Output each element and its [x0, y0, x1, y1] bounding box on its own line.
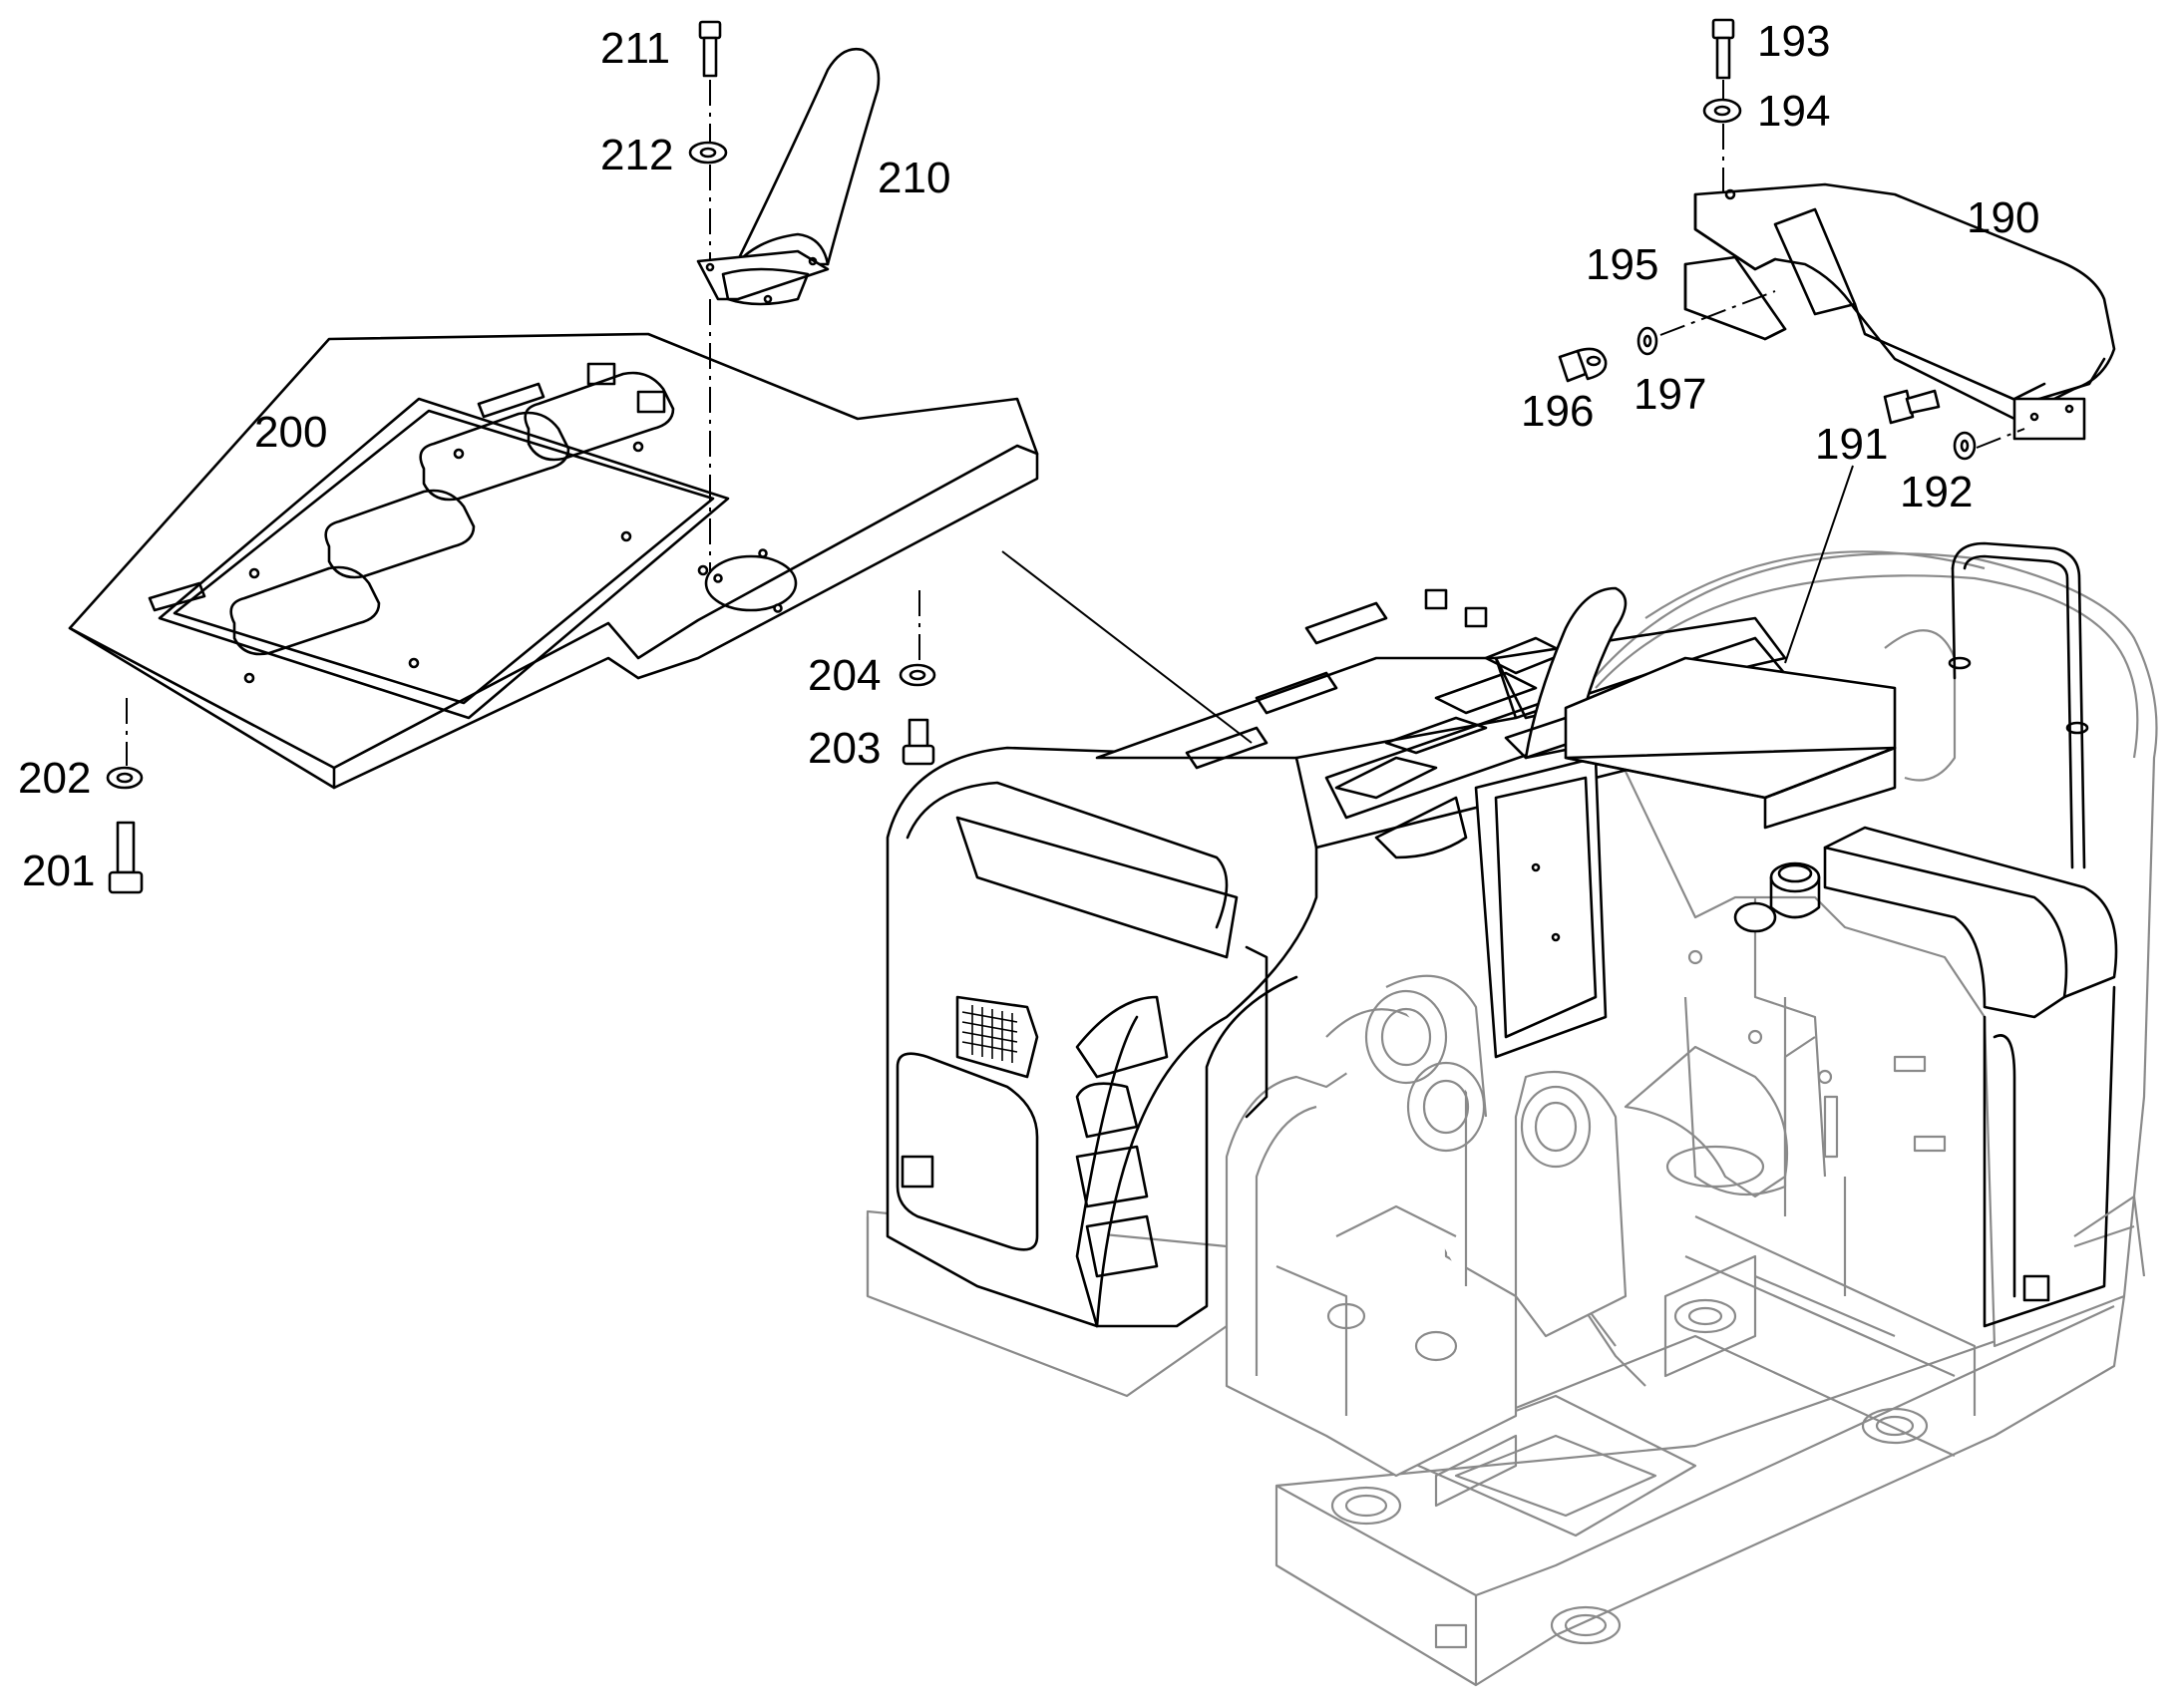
washer-212 [688, 141, 728, 165]
label-197: 197 [1634, 370, 1706, 419]
screw-196 [1558, 347, 1608, 383]
bolt-201 [108, 821, 144, 894]
exhaust-stack-210 [696, 47, 881, 306]
assembly-centerlines [126, 80, 2025, 766]
bolt-203 [902, 718, 935, 766]
leader-lines [1001, 465, 1854, 744]
bolt-193 [1711, 18, 1735, 80]
boom-pivot-brackets [1225, 974, 1789, 1478]
label-191: 191 [1815, 420, 1888, 469]
label-195: 195 [1586, 240, 1658, 289]
label-190: 190 [1967, 193, 2039, 242]
grill-grid [961, 1005, 1018, 1063]
washer-202 [106, 766, 144, 790]
part-number-labels: 211 212 210 200 204 203 202 201 193 194 … [18, 17, 2039, 895]
label-192: 192 [1900, 468, 1973, 516]
washer-194 [1702, 98, 1742, 124]
label-211: 211 [600, 24, 670, 73]
washer-204 [899, 663, 936, 687]
label-194: 194 [1757, 87, 1830, 136]
washer-197 [1636, 326, 1658, 356]
label-193: 193 [1757, 17, 1830, 66]
label-202: 202 [18, 754, 91, 803]
cover-plate-190 [1683, 182, 2116, 441]
counterweight-and-cover [866, 541, 2146, 1328]
bolt-191 [1883, 389, 1941, 425]
label-212: 212 [600, 131, 673, 179]
label-200: 200 [254, 408, 327, 457]
label-201: 201 [22, 847, 95, 895]
label-210: 210 [878, 154, 950, 202]
label-196: 196 [1521, 387, 1594, 436]
floor-plate-200 [68, 332, 1039, 790]
label-204: 204 [808, 651, 881, 700]
label-203: 203 [808, 724, 881, 773]
washer-192 [1953, 431, 1977, 461]
bolt-211 [698, 20, 722, 78]
